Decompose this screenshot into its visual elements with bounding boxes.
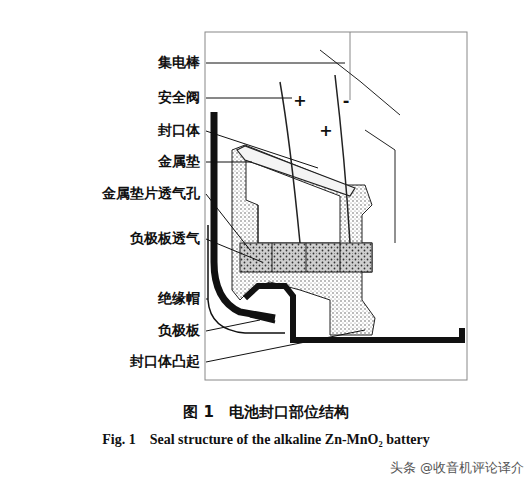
part-label: 集电棒 — [158, 54, 200, 72]
polarity-sign: + — [293, 91, 306, 110]
part-label: 负极板透气 — [130, 230, 200, 248]
part-label: 绝缘帽 — [158, 290, 200, 308]
figure-caption: 图 1 电池封口部位结构 — [183, 403, 349, 422]
polarity-sign: - — [343, 91, 350, 110]
part-label: 安全阀 — [158, 89, 200, 107]
part-label: 负极板 — [158, 322, 200, 340]
watermark: 头条 @收音机评论译介 — [390, 459, 524, 477]
polarity-sign: + — [319, 121, 332, 140]
part-label: 金属垫片透气孔 — [102, 185, 200, 203]
part-label: 金属垫 — [158, 153, 200, 171]
part-label: 封口体凸起 — [130, 353, 200, 371]
caption-english: Fig. 1 Seal structure of the alkaline Zn… — [102, 431, 429, 449]
part-label: 封口体 — [158, 122, 200, 140]
